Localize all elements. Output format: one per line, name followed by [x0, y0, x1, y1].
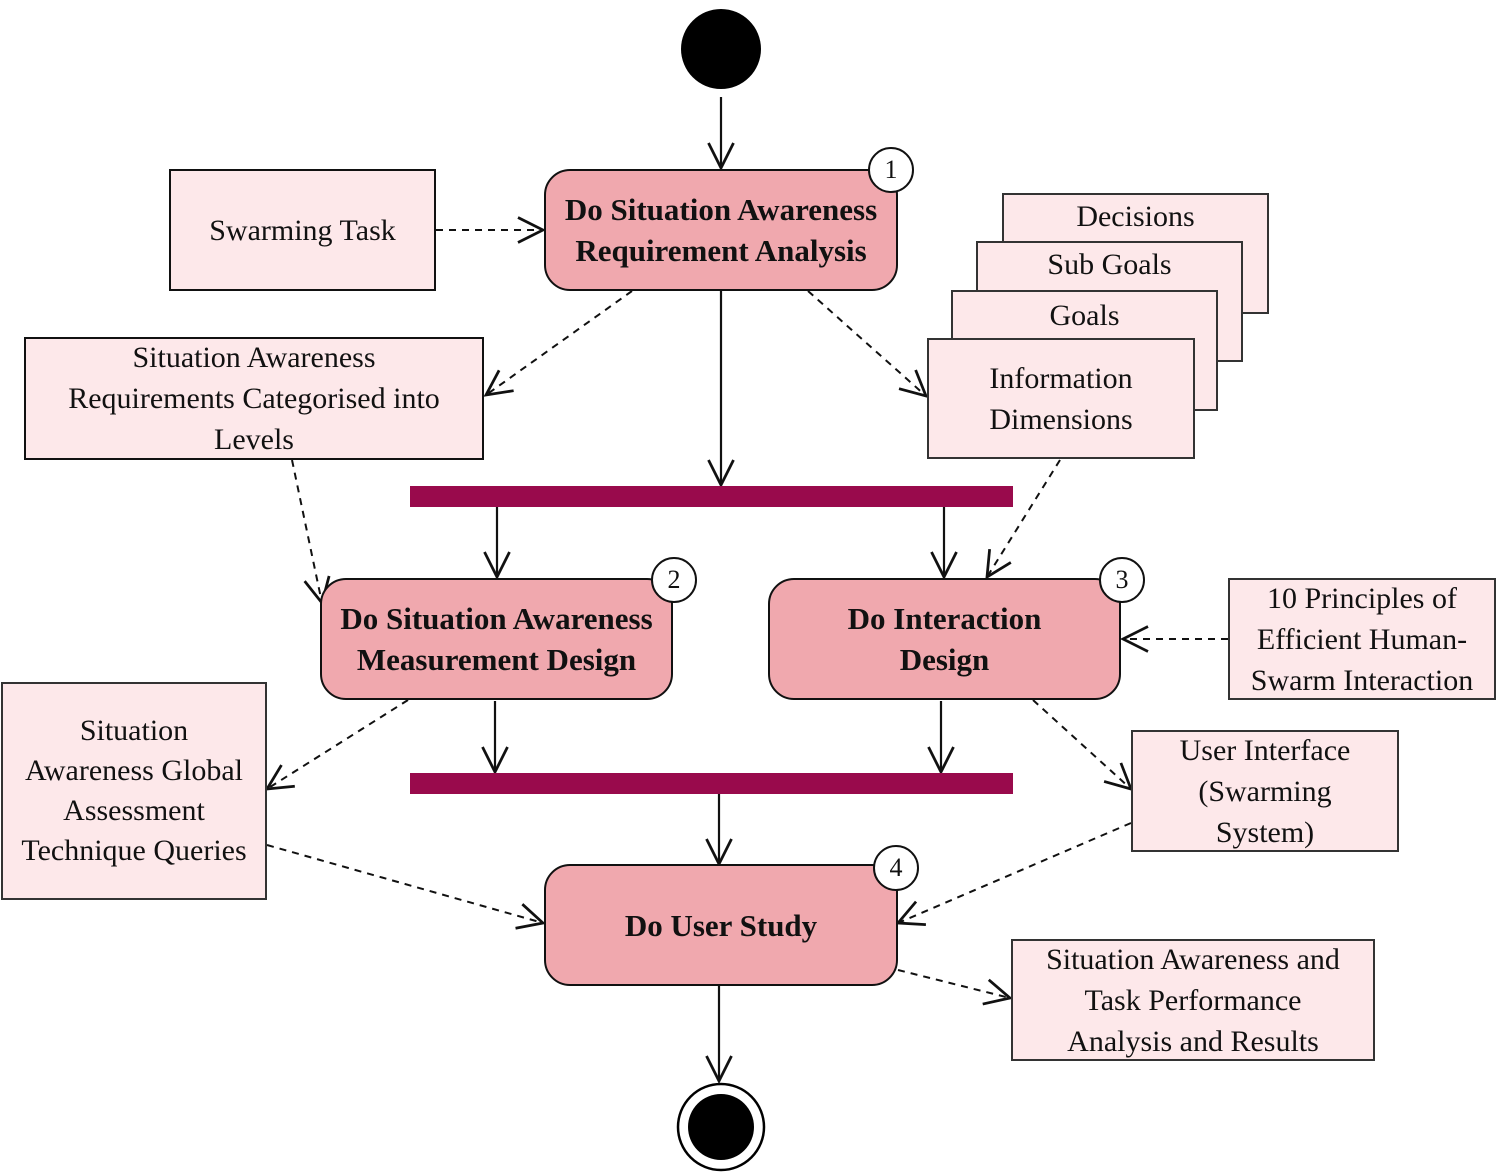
sa-requirements-levels-box: Situation Awareness Requirements Categor… [24, 337, 484, 460]
edge-sagat-to-user-study [266, 844, 543, 923]
sa-measurement-design-activity: Do Situation Awareness Measurement Desig… [320, 578, 673, 700]
goals-label: Goals [1049, 299, 1120, 332]
interaction-design-label: Do Interaction Design [847, 601, 1042, 677]
edge-user-interface-to-user-study [898, 822, 1132, 923]
information-dimensions-label: Information Dimensions [989, 361, 1133, 436]
step-badge-4: 4 [873, 845, 919, 891]
step-badge-3: 3 [1099, 557, 1145, 603]
sa-requirement-analysis-activity: Do Situation Awareness Requirement Analy… [544, 169, 898, 291]
sa-requirements-levels-label: Situation Awareness Requirements Categor… [68, 341, 440, 456]
control-flow-edges [495, 97, 944, 1081]
interaction-design-activity: Do Interaction Design [768, 578, 1121, 700]
sub-goals-label: Sub Goals [1047, 248, 1172, 281]
principles-box: 10 Principles of Efficient Human- Swarm … [1228, 578, 1496, 700]
join-bar [410, 773, 1013, 794]
sagat-queries-box: Situation Awareness Global Assessment Te… [1, 682, 267, 900]
step-badge-2: 2 [651, 557, 697, 603]
edge-analysis-to-sa-levels [486, 290, 633, 395]
user-interface-box: User Interface (Swarming System) [1131, 730, 1399, 852]
results-label: Situation Awareness and Task Performance… [1046, 942, 1340, 1058]
swarming-task-box: Swarming Task [169, 169, 436, 291]
user-interface-label: User Interface (Swarming System) [1179, 733, 1351, 849]
object-flow-edges [267, 230, 1228, 998]
swarming-task-label: Swarming Task [209, 213, 396, 247]
start-node [681, 9, 761, 89]
information-dimensions-box: Information Dimensions [927, 338, 1195, 459]
sagat-queries-label: Situation Awareness Global Assessment Te… [21, 714, 247, 867]
edge-interaction-to-user-interface [1032, 699, 1131, 789]
edge-measurement-to-sagat [267, 699, 409, 789]
results-box: Situation Awareness and Task Performance… [1011, 939, 1375, 1061]
user-study-label: Do User Study [624, 907, 818, 943]
edge-sa-levels-to-measurement [291, 459, 322, 603]
user-study-activity: Do User Study [544, 864, 898, 986]
step-badge-1: 1 [868, 147, 914, 193]
sa-measurement-design-label: Do Situation Awareness Measurement Desig… [340, 601, 653, 677]
principles-label: 10 Principles of Efficient Human- Swarm … [1250, 581, 1474, 697]
sa-requirement-analysis-label: Do Situation Awareness Requirement Analy… [564, 192, 878, 268]
edge-user-study-to-results [897, 969, 1010, 998]
edge-info-dimensions-to-interaction [987, 459, 1061, 577]
edge-analysis-to-info-dimensions [807, 290, 926, 396]
decisions-label: Decisions [1076, 200, 1195, 233]
fork-bar [410, 486, 1013, 507]
end-node [688, 1094, 754, 1160]
